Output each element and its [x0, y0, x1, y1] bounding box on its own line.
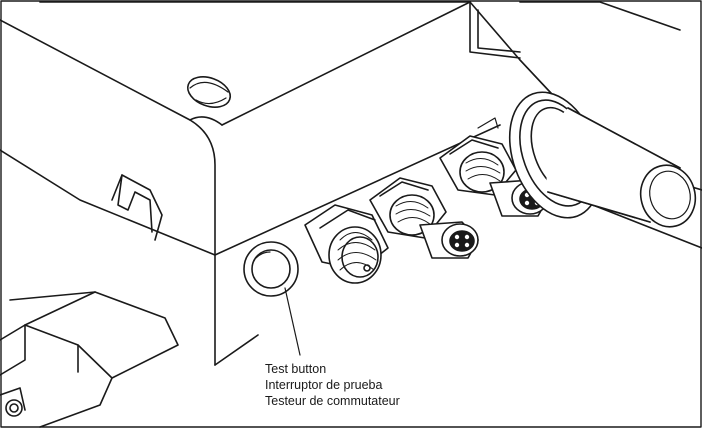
- test-button-callout: Test button Interruptor de prueba Testeu…: [265, 361, 400, 409]
- callout-line-english: Test button: [265, 362, 327, 376]
- mounting-hole: [186, 76, 232, 108]
- sensor-probe: [508, 91, 697, 228]
- mounting-rail: [0, 291, 179, 428]
- callout-line-spanish: Interruptor de prueba: [265, 378, 383, 392]
- callout-line-french: Testeur de commutateur: [265, 394, 400, 408]
- test-button[interactable]: [243, 241, 299, 297]
- connector-recess: [477, 117, 499, 129]
- bracket-slot: [111, 174, 163, 241]
- connector-pin-2: [369, 177, 479, 259]
- connector-threaded-1: [304, 204, 389, 284]
- callout-leader-line: [284, 287, 301, 356]
- lid-panel: [469, 1, 681, 59]
